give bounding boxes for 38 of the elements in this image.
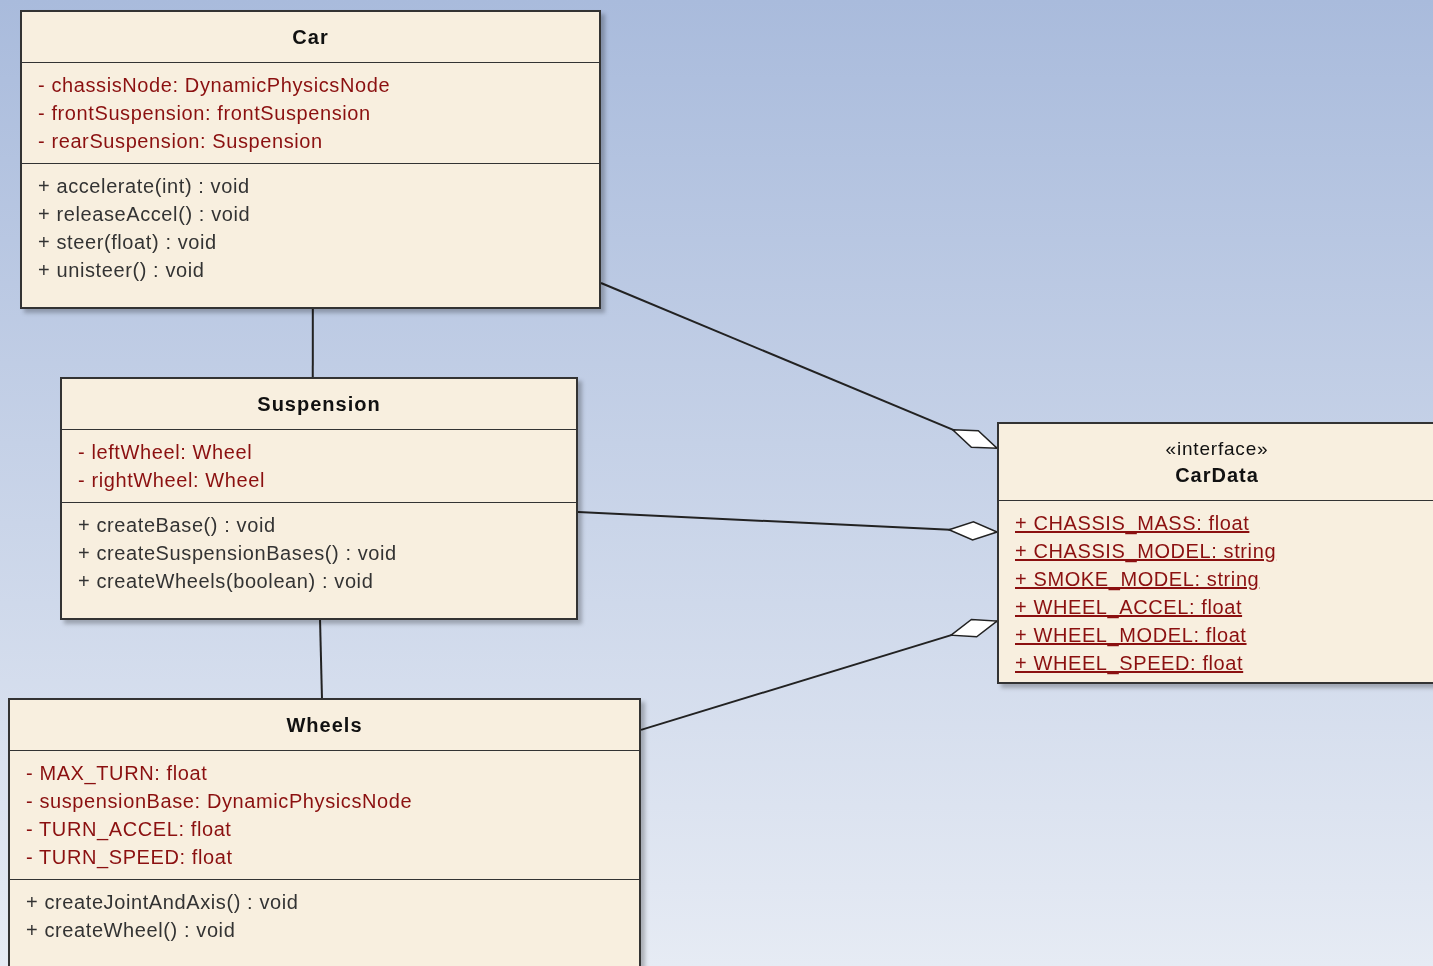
attribute-text: + SMOKE_MODEL: string <box>1015 567 1260 593</box>
attribute-text: - suspensionBase: DynamicPhysicsNode <box>26 789 413 814</box>
attribute-text: + WHEEL_MODEL: float <box>1015 623 1247 649</box>
attribute-text: + WHEEL_SPEED: float <box>1015 651 1244 677</box>
attribute-text: - frontSuspension: frontSuspension <box>38 101 371 126</box>
attribute-text: + WHEEL_ACCEL: float <box>1015 595 1243 621</box>
operation-text: + releaseAccel() : void <box>38 202 251 227</box>
attribute-text: - rearSuspension: Suspension <box>38 129 323 154</box>
operation-text: + createJointAndAxis() : void <box>26 890 299 915</box>
association-line <box>311 308 314 378</box>
attribute-text: + CHASSIS_MODEL: string <box>1015 539 1277 565</box>
operation-text: + createWheels(boolean) : void <box>78 569 374 594</box>
class-box <box>8 698 641 966</box>
aggregation-line <box>600 282 998 450</box>
operation-text: + createSuspensionBases() : void <box>78 541 397 566</box>
attribute-text: - MAX_TURN: float <box>26 761 208 787</box>
class-box <box>20 10 601 309</box>
operation-text: + steer(float) : void <box>38 230 217 255</box>
attribute-text: - rightWheel: Wheel <box>78 468 265 493</box>
attribute-text: - chassisNode: DynamicPhysicsNode <box>38 73 391 98</box>
association-line <box>319 619 323 699</box>
attribute-text: + CHASSIS_MASS: float <box>1015 511 1250 537</box>
operation-text: + accelerate(int) : void <box>38 174 250 199</box>
attribute-text: - TURN_SPEED: float <box>26 845 233 871</box>
attribute-text: - TURN_ACCEL: float <box>26 817 232 843</box>
operation-text: + createWheel() : void <box>26 918 236 943</box>
aggregation-line <box>577 511 998 541</box>
operation-text: + createBase() : void <box>78 513 276 538</box>
class-name: CarData <box>1175 463 1259 488</box>
aggregation-line <box>640 618 998 731</box>
class-box <box>60 377 578 620</box>
interface-box <box>997 422 1433 684</box>
operation-text: + unisteer() : void <box>38 258 205 283</box>
attribute-text: - leftWheel: Wheel <box>78 440 253 465</box>
class-name: Wheels <box>286 713 363 738</box>
class-name: Suspension <box>257 392 381 417</box>
stereotype-label: «interface» <box>1165 437 1269 461</box>
class-name: Car <box>292 25 329 50</box>
